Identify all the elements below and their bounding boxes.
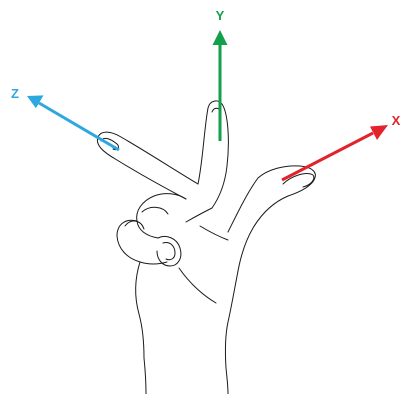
thumb-nail bbox=[282, 173, 315, 188]
x-axis-arrowhead bbox=[370, 125, 388, 140]
y-axis-label: Y bbox=[216, 8, 225, 23]
z-axis-line bbox=[38, 101, 120, 152]
palm-crease-lower bbox=[199, 225, 229, 241]
z-axis-arrow bbox=[27, 95, 120, 152]
palm-right-edge bbox=[224, 265, 240, 369]
curled-fingertip-nail bbox=[162, 242, 176, 261]
z-axis-label: Z bbox=[11, 86, 19, 101]
z-axis-arrowhead bbox=[27, 95, 44, 109]
hand-illustration bbox=[96, 100, 316, 394]
wrist-left bbox=[143, 357, 147, 394]
palm-left-edge bbox=[135, 261, 145, 359]
y-axis-arrow bbox=[212, 30, 228, 141]
curled-fingertip bbox=[156, 235, 182, 267]
ring-finger-curled bbox=[136, 193, 187, 239]
little-finger-curled bbox=[116, 219, 168, 265]
x-axis-arrow bbox=[281, 125, 388, 182]
palm-crease-upper bbox=[185, 207, 213, 223]
index-finger bbox=[197, 100, 229, 209]
x-axis-label: X bbox=[392, 113, 400, 128]
wrist-right bbox=[225, 367, 229, 394]
little-finger-knuckle bbox=[124, 220, 145, 230]
palm-fold bbox=[178, 267, 217, 304]
x-axis-line bbox=[281, 131, 374, 182]
ring-finger-knuckle bbox=[141, 206, 169, 215]
thumb bbox=[227, 165, 316, 267]
y-axis-arrowhead bbox=[212, 30, 228, 45]
middle-finger bbox=[96, 131, 199, 200]
